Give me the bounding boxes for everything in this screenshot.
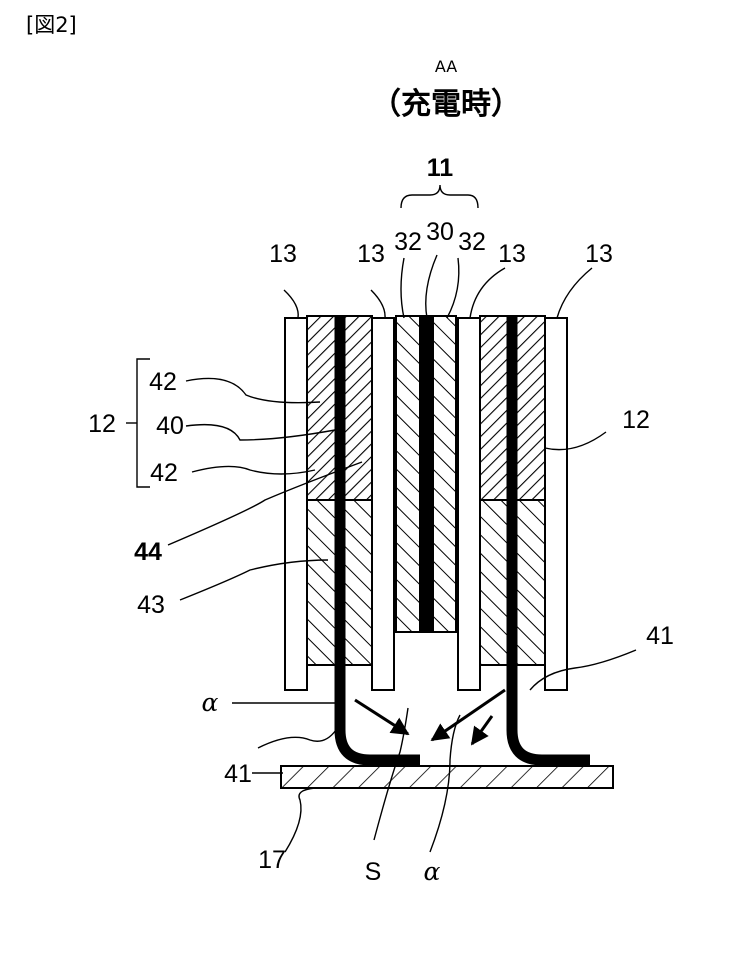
label-43: 43 xyxy=(137,591,165,619)
leader-32-left xyxy=(401,258,404,318)
leader-41-left-mid xyxy=(258,730,336,748)
label-13-3: 13 xyxy=(498,240,526,268)
label-alpha-bottom: α xyxy=(424,857,441,886)
positive-collector-30 xyxy=(419,316,434,632)
separator-13-4 xyxy=(545,318,567,690)
label-32-right: 32 xyxy=(458,228,486,256)
bracket-12 xyxy=(137,359,150,487)
leader-13-4 xyxy=(557,268,592,318)
figure-number: [図2] xyxy=(26,13,77,37)
label-42-bottom: 42 xyxy=(150,459,178,487)
separator-13-3 xyxy=(458,318,480,690)
label-13-4: 13 xyxy=(585,240,613,268)
leader-30 xyxy=(426,255,437,318)
label-12-right: 12 xyxy=(622,406,650,434)
label-11: 11 xyxy=(427,154,454,182)
leader-13-3 xyxy=(470,268,505,318)
separator-13-1 xyxy=(285,318,307,690)
leader-13-1 xyxy=(284,290,298,318)
label-13-1: 13 xyxy=(269,240,297,268)
label-alpha-left: α xyxy=(202,688,219,717)
flow-arrow-1 xyxy=(355,700,408,734)
label-42-top: 42 xyxy=(149,368,177,396)
label-17: 17 xyxy=(258,846,286,874)
label-13-2: 13 xyxy=(357,240,385,268)
label-12-left: 12 xyxy=(88,410,116,438)
leader-13-2 xyxy=(371,290,385,318)
label-32-left: 32 xyxy=(394,228,422,256)
figure-title: （充電時） xyxy=(371,87,521,122)
label-S: S xyxy=(365,858,382,886)
brace-11 xyxy=(401,185,478,208)
leader-17 xyxy=(285,788,315,852)
flow-arrow-3 xyxy=(472,716,492,744)
flow-arrow-2 xyxy=(432,690,505,740)
label-41-left: 41 xyxy=(224,760,252,788)
leader-32-right xyxy=(447,258,459,318)
label-30: 30 xyxy=(426,218,454,246)
figure-subtitle: AA xyxy=(435,57,457,76)
label-40: 40 xyxy=(156,412,184,440)
label-41-right: 41 xyxy=(646,622,674,650)
base-plate-17 xyxy=(281,766,613,788)
separator-13-2 xyxy=(372,318,394,690)
label-44: 44 xyxy=(134,538,162,566)
